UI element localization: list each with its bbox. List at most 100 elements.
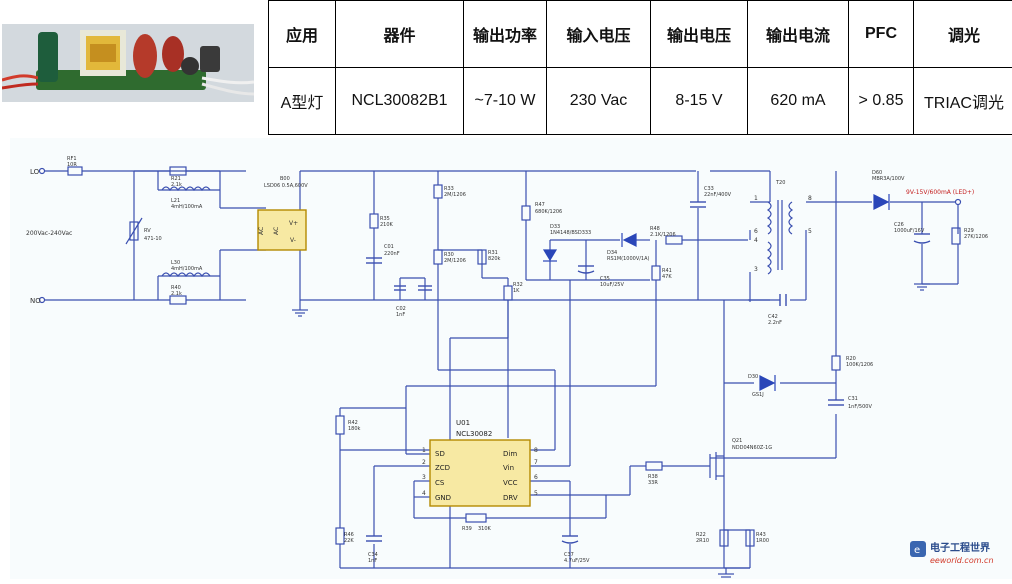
diode-d60 — [874, 195, 888, 209]
diode-d34 — [624, 234, 636, 246]
component-value: 10uF/25V — [600, 282, 624, 288]
resistor-r29 — [952, 228, 960, 244]
resistor-r35 — [370, 214, 378, 228]
component-value: 2.2nF — [768, 320, 782, 326]
table-header: 输出电压 — [651, 1, 748, 68]
product-photo — [2, 24, 254, 102]
transformer-pin: 3 — [754, 266, 758, 273]
component-value: 47K — [662, 274, 672, 280]
component-ref: D30 — [748, 374, 758, 380]
resistor-r47 — [522, 206, 530, 220]
component-ref: Q21 — [732, 438, 742, 444]
component-value: 220nF — [384, 251, 400, 257]
component-value: 1nF — [396, 312, 405, 318]
transformer-pin: 5 — [808, 228, 812, 235]
neutral-label: NO — [30, 297, 41, 305]
component-value: 1R00 — [756, 538, 769, 544]
diodes — [543, 194, 889, 391]
ground-icon — [718, 574, 734, 579]
ic-ref: U01 — [456, 419, 470, 427]
ic-pin-label: DRV — [503, 494, 518, 502]
ic-pin-number: 4 — [422, 490, 426, 497]
capacitor — [38, 32, 58, 82]
table-cell: 230 Vac — [547, 68, 651, 135]
bridge-pin-label: V+ — [289, 220, 298, 227]
component-value: 210K — [380, 222, 394, 228]
ic-pin-label: Vin — [503, 464, 514, 472]
component-value: 1nF — [368, 558, 377, 564]
table-header: 器件 — [336, 1, 464, 68]
transformer-t20: 1 6 4 3 8 5 — [754, 195, 812, 274]
ic-pin-number: 3 — [422, 474, 426, 481]
mosfet-q21 — [710, 452, 724, 480]
terminal-line — [40, 169, 45, 174]
component-ref: RV — [144, 228, 151, 234]
component-value: 2.1k — [171, 291, 182, 297]
table-header: 输出电流 — [748, 1, 849, 68]
varistor-rv — [126, 218, 142, 244]
component-value: GS1J — [752, 392, 764, 398]
transformer-pin: 4 — [754, 237, 758, 244]
schematic-svg: AC AC V+ V- — [10, 138, 1012, 579]
eeworld-watermark: e 电子工程世界 eeworld.com.cn — [908, 537, 1004, 571]
component-value: 2M/1206 — [444, 192, 466, 198]
component-ref: B00 — [280, 176, 290, 182]
wires — [42, 171, 958, 574]
component-value: NDD04N60Z-1G — [732, 445, 772, 451]
table-cell: > 0.85 — [849, 68, 914, 135]
ic-u01: U01 NCL30082 SD ZCD CS GND Dim Vin VCC D… — [422, 419, 538, 506]
transformer-pin: 1 — [754, 195, 758, 202]
component-value: 4.7uF/25V — [564, 558, 590, 564]
terminal-led-plus — [956, 200, 961, 205]
component-value: 1nF/500V — [848, 404, 872, 410]
component-value: 2.1K/1206 — [650, 232, 676, 238]
table-header: 输入电压 — [547, 1, 651, 68]
ic-pin-number: 6 — [534, 474, 538, 481]
component-value: 100K/1206 — [846, 362, 873, 368]
resistor-r30 — [434, 250, 442, 264]
component-value: 2.1k — [171, 182, 182, 188]
component-value: 4mH/100mA — [171, 266, 203, 272]
spec-table: 应用 器件 输出功率 输入电压 输出电压 输出电流 PFC 调光 A型灯 NCL… — [268, 0, 1012, 135]
bridge-pin-label: AC — [258, 227, 265, 235]
inductors — [162, 187, 210, 276]
ic-pin-number: 1 — [422, 447, 426, 454]
ic-pin-number: 7 — [534, 459, 538, 466]
table-cell: 620 mA — [748, 68, 849, 135]
ac-input-label: 200Vac-240Vac — [26, 230, 72, 237]
resistor-r38 — [646, 462, 662, 470]
inductor — [181, 57, 199, 75]
table-header: 应用 — [269, 1, 336, 68]
ground-icon — [292, 310, 308, 316]
component-value: 27K/1206 — [964, 234, 988, 240]
component-value: 180k — [348, 426, 361, 432]
circuit-schematic: AC AC V+ V- — [10, 138, 1012, 579]
table-cell: TRIAC调光 — [914, 68, 1012, 135]
watermark-name: 电子工程世界 — [930, 541, 990, 554]
ground-icons — [292, 284, 930, 579]
ic-pin-number: 2 — [422, 459, 426, 466]
led-driver-board-image — [2, 24, 254, 102]
resistor-r39 — [466, 514, 486, 522]
table-cell: NCL30082B1 — [336, 68, 464, 135]
table-header: PFC — [849, 1, 914, 68]
ic-name: NCL30082 — [456, 430, 492, 438]
table-cell: 8-15 V — [651, 68, 748, 135]
ic-pin-label: VCC — [503, 479, 518, 487]
component-value: 1000uF/16V — [894, 228, 925, 234]
component-value: RS1M(1000V/1A) — [607, 256, 650, 262]
component-value: LSD06 0.5A,600V — [264, 183, 308, 189]
component-value: 680K/1206 — [535, 209, 562, 215]
ic-pin-number: 8 — [534, 447, 538, 454]
table-header: 输出功率 — [464, 1, 547, 68]
ic-pin-label: Dim — [503, 450, 517, 458]
table-cell: ~7-10 W — [464, 68, 547, 135]
resistor-rf1 — [68, 167, 82, 175]
component-value: 1N4148/BSD333 — [550, 230, 591, 236]
component-value: 22K — [344, 538, 354, 544]
component-value: 310K — [478, 526, 492, 532]
ic-pin-label: CS — [435, 479, 445, 487]
component-value: 2M/1206 — [444, 258, 466, 264]
ic-pin-label: ZCD — [435, 464, 450, 472]
table-header-row: 应用 器件 输出功率 输入电压 输出电压 输出电流 PFC 调光 — [269, 1, 1012, 68]
